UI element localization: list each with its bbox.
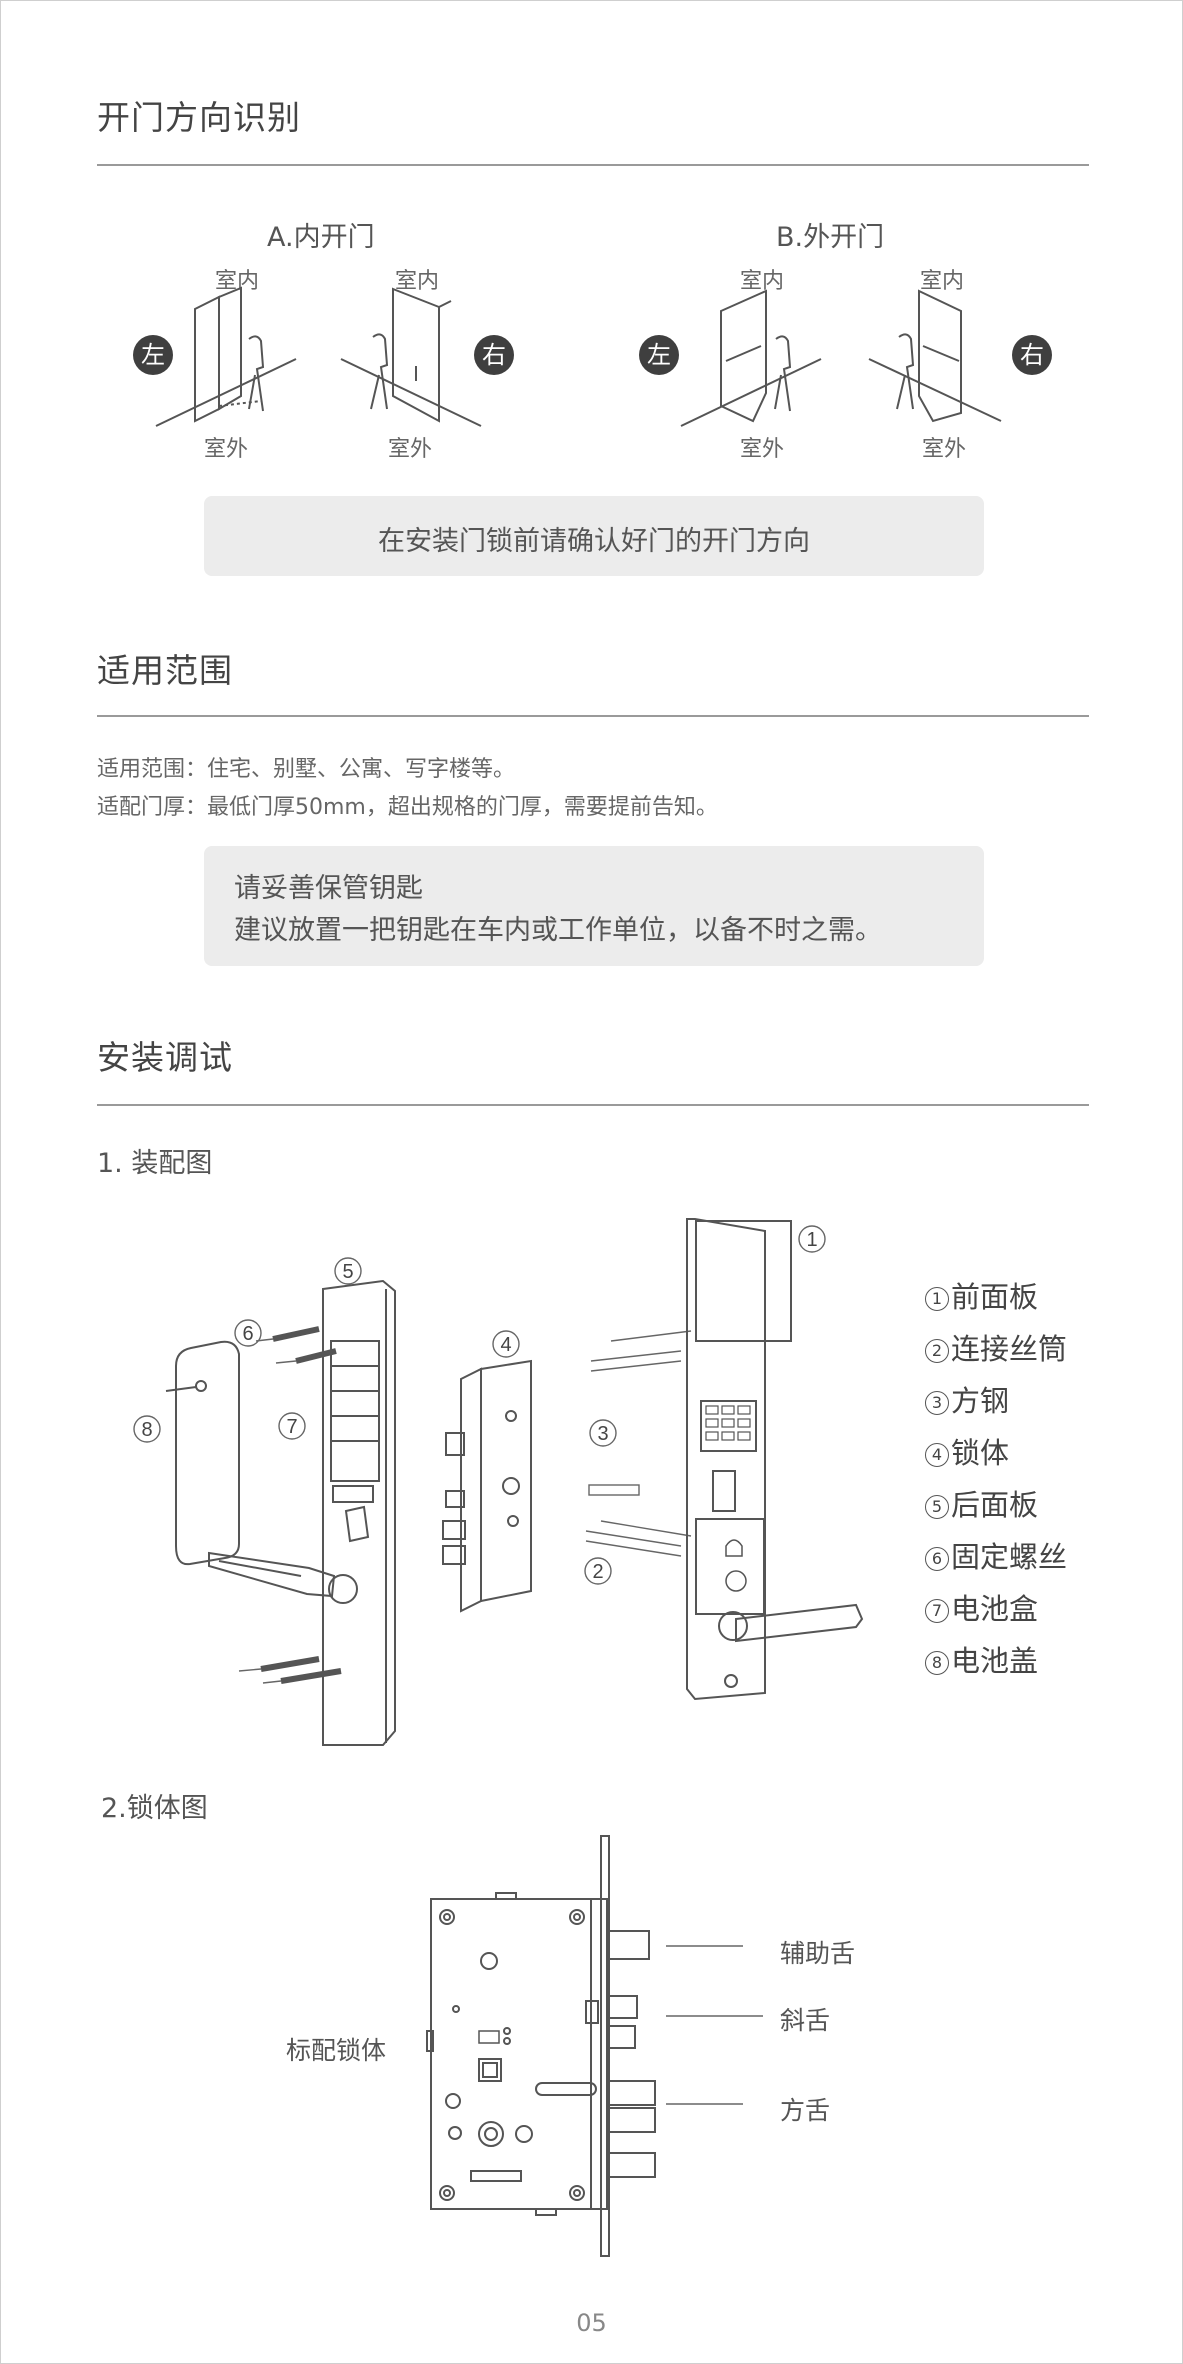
part-label: 前面板 [951,1280,1039,1314]
part-label: 电池盖 [951,1644,1039,1678]
scope-line: 适用范围：住宅、别墅、公寓、写字楼等。 [97,757,516,782]
front-panel-drawing [686,1218,864,1701]
battery-cover-drawing [165,1340,240,1566]
door-inward-right [340,287,482,427]
deadbolt-label: 方舌 [780,2096,831,2125]
lock-body-small-drawing [442,1359,532,1613]
door-thickness-line: 适配门厚：最低门厚50mm，超出规格的门厚，需要提前告知。 [97,795,718,820]
subheading-assembly: 1. 装配图 [97,1148,213,1179]
door-outward-left [680,289,822,427]
fixing-screws-drawing [260,1326,342,1684]
callout-4: 4 [500,1334,511,1356]
callout-3: 3 [597,1423,608,1445]
part-number: 4 [925,1443,949,1467]
part-label: 后面板 [951,1488,1039,1522]
right-badge: 右 [474,335,514,375]
callout-5: 5 [342,1261,353,1283]
door-direction-note-text: 在安装门锁前请确认好门的开门方向 [378,526,810,557]
part-label: 锁体 [951,1436,1010,1470]
part-label: 连接丝筒 [951,1332,1068,1366]
right-badge: 右 [1012,335,1052,375]
outdoor-label: 室外 [740,437,785,462]
callout-8: 8 [141,1419,152,1441]
indoor-label: 室内 [920,269,965,294]
callout-1: 1 [806,1229,817,1251]
subheading-lock-body: 2.锁体图 [101,1793,208,1824]
callout-7: 7 [286,1416,297,1438]
latch-label: 斜舌 [780,2006,831,2035]
page-number: 05 [576,2309,607,2337]
part-number: 2 [925,1339,949,1363]
group-a-label: A.内开门 [267,222,375,253]
section-title-scope: 适用范围 [97,651,233,690]
back-panel-drawing [208,1279,396,1746]
part-label: 电池盒 [951,1592,1039,1626]
part-number: 6 [925,1547,949,1571]
part-number: 1 [925,1287,949,1311]
door-direction-note: 在安装门锁前请确认好门的开门方向 [204,496,984,576]
callout-2: 2 [592,1561,603,1583]
outdoor-label: 室外 [204,437,249,462]
section-divider [97,1104,1089,1106]
aux-latch-label: 辅助舌 [780,1939,856,1968]
section-divider [97,164,1089,166]
spindles-drawing [585,1330,692,1557]
standard-lock-body-label: 标配锁体 [286,2036,387,2065]
section-title-installation: 安装调试 [97,1038,233,1077]
lock-body-diagram [426,1835,763,2257]
section-divider [97,715,1089,717]
key-care-note: 请妥善保管钥匙 建议放置一把钥匙在车内或工作单位，以备不时之需。 [204,846,984,966]
key-care-text: 建议放置一把钥匙在车内或工作单位，以备不时之需。 [234,915,882,946]
part-label: 固定螺丝 [951,1540,1068,1574]
group-b-label: B.外开门 [776,222,885,253]
part-number: 8 [925,1651,949,1675]
part-number: 7 [925,1599,949,1623]
outdoor-label: 室外 [388,437,433,462]
door-direction-illustration [155,286,1002,427]
assembly-diagram: 1 2 3 4 5 6 7 8 [133,1218,864,1746]
key-care-title: 请妥善保管钥匙 [234,873,423,904]
left-badge: 左 [133,335,173,375]
part-label: 方钢 [951,1384,1010,1418]
indoor-label: 室内 [740,269,785,294]
left-badge: 左 [639,335,679,375]
door-inward-left [155,286,297,427]
callout-6: 6 [242,1323,253,1345]
indoor-label: 室内 [395,269,440,294]
outdoor-label: 室外 [922,437,967,462]
door-outward-right [868,289,1002,423]
section-title-door-direction: 开门方向识别 [97,98,301,137]
part-number: 3 [925,1391,949,1415]
part-number: 5 [925,1495,949,1519]
